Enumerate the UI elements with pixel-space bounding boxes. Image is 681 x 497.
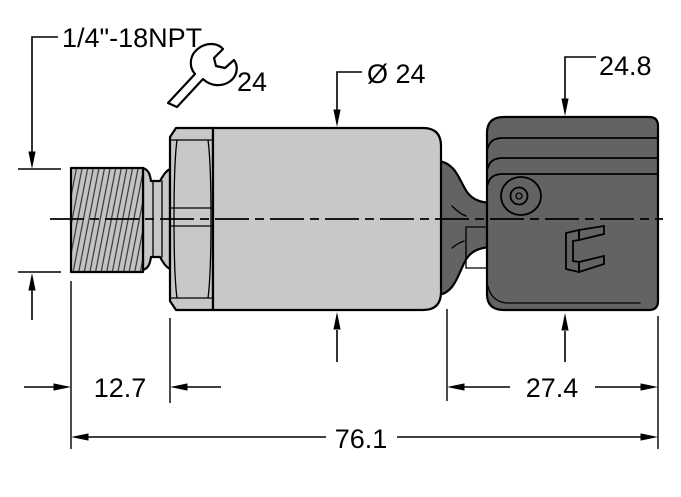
connector-ribs	[487, 137, 658, 304]
connector-body	[485, 115, 660, 312]
dim-thread-spec	[18, 36, 61, 320]
port-length-label: 12.7	[94, 373, 147, 403]
connector-clip-icon	[565, 224, 605, 274]
dim-body-diameter	[333, 71, 362, 362]
connector-neck-notch	[451, 205, 491, 269]
dim-overall-length	[71, 433, 658, 441]
dim-connector-length	[446, 309, 659, 449]
dim-connector-height	[561, 56, 596, 362]
thread-hatch	[71, 168, 143, 272]
body-diameter-label: Ø 24	[367, 59, 426, 89]
sensor-part	[69, 115, 660, 312]
connector-height-label: 24.8	[599, 51, 652, 81]
overall-length-label: 76.1	[335, 424, 388, 454]
thread	[69, 166, 145, 274]
connector-neck	[436, 159, 492, 297]
dim-port-length	[24, 281, 221, 449]
wrench-size-label: 24	[237, 67, 267, 97]
wrench-icon	[166, 42, 238, 109]
connector-length-label: 27.4	[526, 373, 579, 403]
vent-hole	[500, 176, 542, 216]
thread-spec-label: 1/4"-18NPT	[62, 23, 202, 53]
